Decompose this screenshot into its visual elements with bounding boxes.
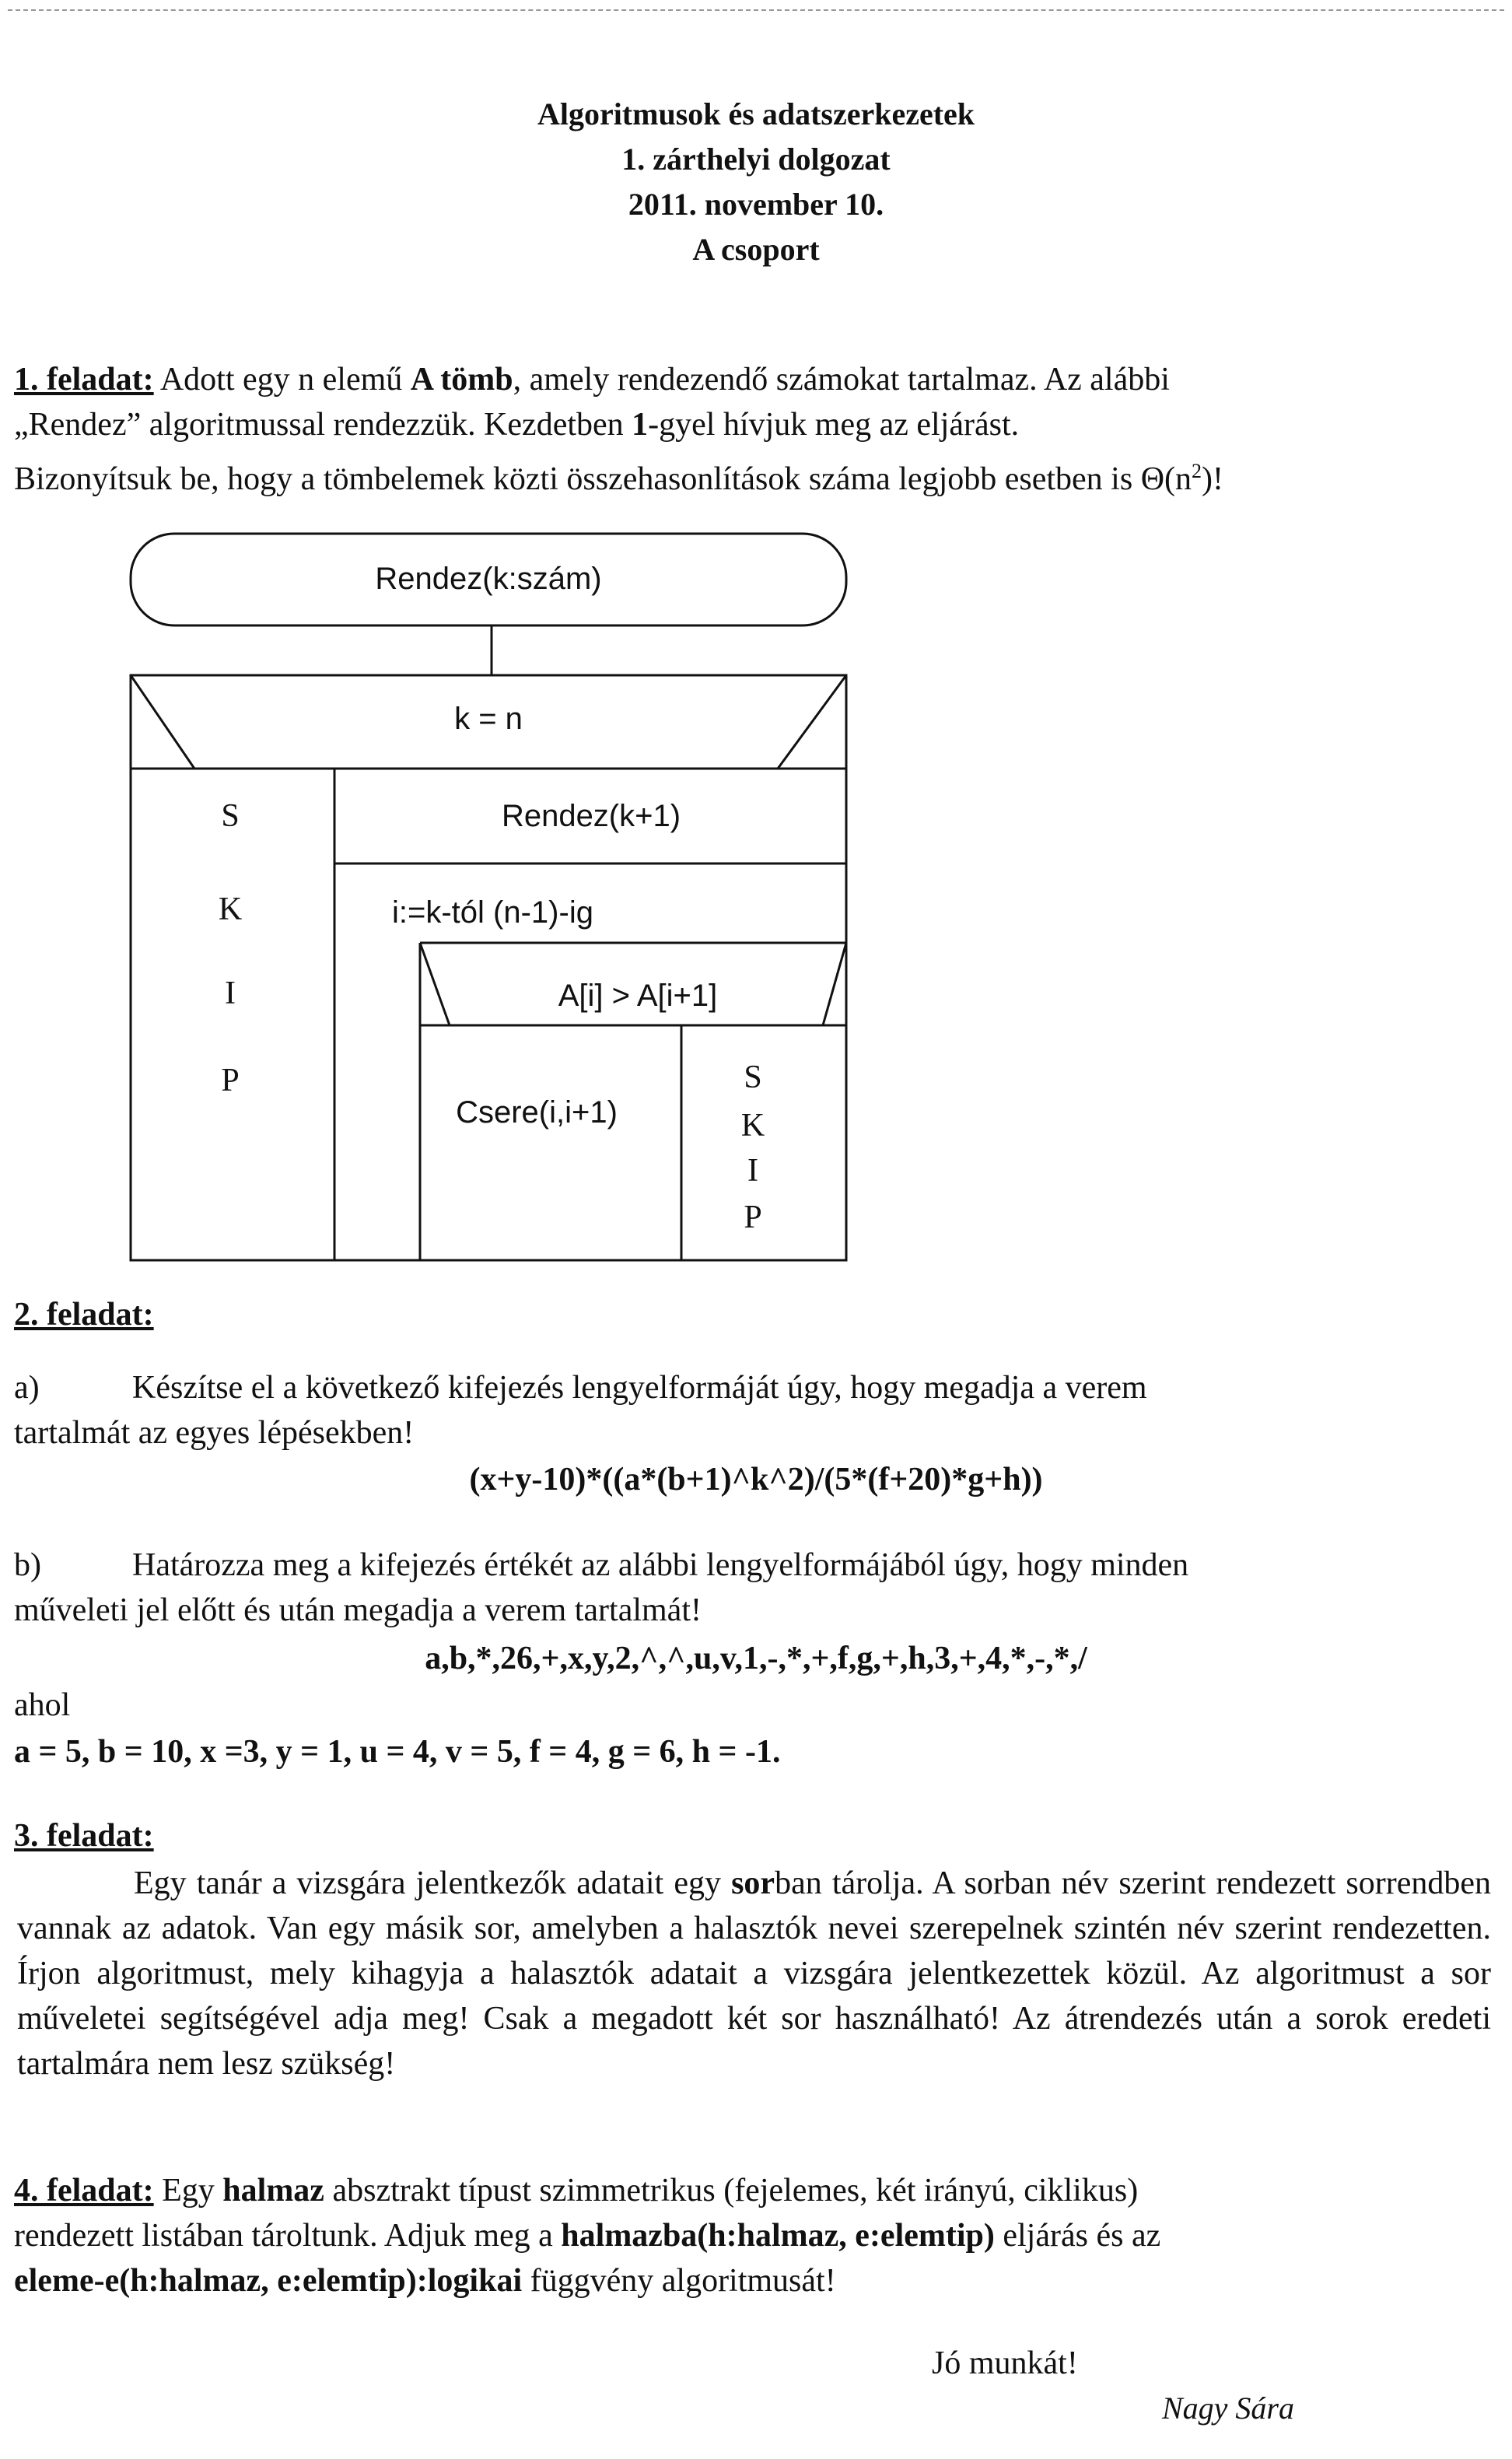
- swap-call: Csere(i,i+1): [456, 1095, 618, 1130]
- task2b-ahol: ahol: [14, 1687, 71, 1723]
- task4-label: 4. feladat:: [14, 2173, 154, 2209]
- recursive-call: Rendez(k+1): [502, 799, 681, 833]
- task2b-label: b): [14, 1547, 41, 1583]
- task2b-expression: a,b,*,26,+,x,y,2,^,^,u,v,1,-,*,+,f,g,+,h…: [425, 1641, 1087, 1676]
- procedure-header-box: [129, 532, 848, 627]
- closing-text: Jó munkát!: [932, 2345, 1078, 2381]
- skip2-letter-s: S: [744, 1060, 761, 1095]
- header-course: Algoritmusok és adatszerkezetek: [537, 96, 975, 131]
- skip2-letter-i: I: [747, 1153, 758, 1189]
- task3-text: Egy tanár a vizsgára jelentkezők adatait…: [17, 1865, 1492, 2082]
- task2a-line1: Készítse el a következő kifejezés lengye…: [132, 1370, 1147, 1406]
- header-test: 1. zárthelyi dolgozat: [621, 142, 891, 177]
- exam-header: Algoritmusok és adatszerkezetek 1. zárth…: [0, 92, 1512, 272]
- task2a-expression: (x+y-10)*((a*(b+1)^k^2)/(5*(f+20)*g+h)): [469, 1462, 1043, 1497]
- skip-letter-s: S: [221, 798, 239, 834]
- task4-line2: rendezett listában tároltunk. Adjuk meg …: [14, 2218, 1161, 2254]
- task1-line2: „Rendez” algoritmussal rendezzük. Kezdet…: [14, 407, 1020, 443]
- outer-box: [129, 674, 848, 1262]
- skip-letter-k: K: [219, 891, 242, 927]
- task3-label: 3. feladat:: [14, 1818, 154, 1854]
- signature: Nagy Sára: [1162, 2391, 1294, 2426]
- task2b-values: a = 5, b = 10, x =3, y = 1, u = 4, v = 5…: [14, 1734, 781, 1770]
- task2a-line2: tartalmát az egyes lépésekben!: [14, 1415, 415, 1451]
- task1-line3: Bizonyítsuk be, hogy a tömbelemek közti …: [14, 460, 1223, 497]
- structogram-diagram: Rendez(k:szám) k = n Rendez(k+1) i:=k-tó…: [129, 532, 848, 1262]
- task4-line1: 4. feladat: Egy halmaz absztrakt típust …: [14, 2173, 1139, 2209]
- top-rule: [8, 9, 1504, 11]
- condition-k-eq-n: k = n: [454, 702, 523, 736]
- task2-label: 2. feladat:: [14, 1297, 154, 1333]
- header-date: 2011. november 10.: [628, 187, 884, 222]
- skip-letter-i: I: [225, 976, 236, 1011]
- condition-compare: A[i] > A[i+1]: [558, 979, 718, 1013]
- skip2-letter-p: P: [744, 1200, 761, 1235]
- procedure-title: Rendez(k:szám): [375, 562, 601, 596]
- loop-header: i:=k-tól (n-1)-ig: [392, 895, 593, 930]
- skip2-letter-k: K: [741, 1108, 765, 1144]
- task4-line3: eleme-e(h:halmaz, e:elemtip):logikai füg…: [14, 2263, 836, 2299]
- task1-line1: 1. feladat: Adott egy n elemű A tömb, am…: [14, 362, 1170, 398]
- header-group: A csoport: [692, 232, 820, 267]
- task2b-line2: műveleti jel előtt és után megadja a ver…: [14, 1592, 702, 1628]
- task2a-label: a): [14, 1370, 40, 1406]
- task2b-line1: Határozza meg a kifejezés értékét az alá…: [132, 1547, 1189, 1583]
- task1-label: 1. feladat:: [14, 362, 154, 398]
- skip-letter-p: P: [221, 1063, 239, 1098]
